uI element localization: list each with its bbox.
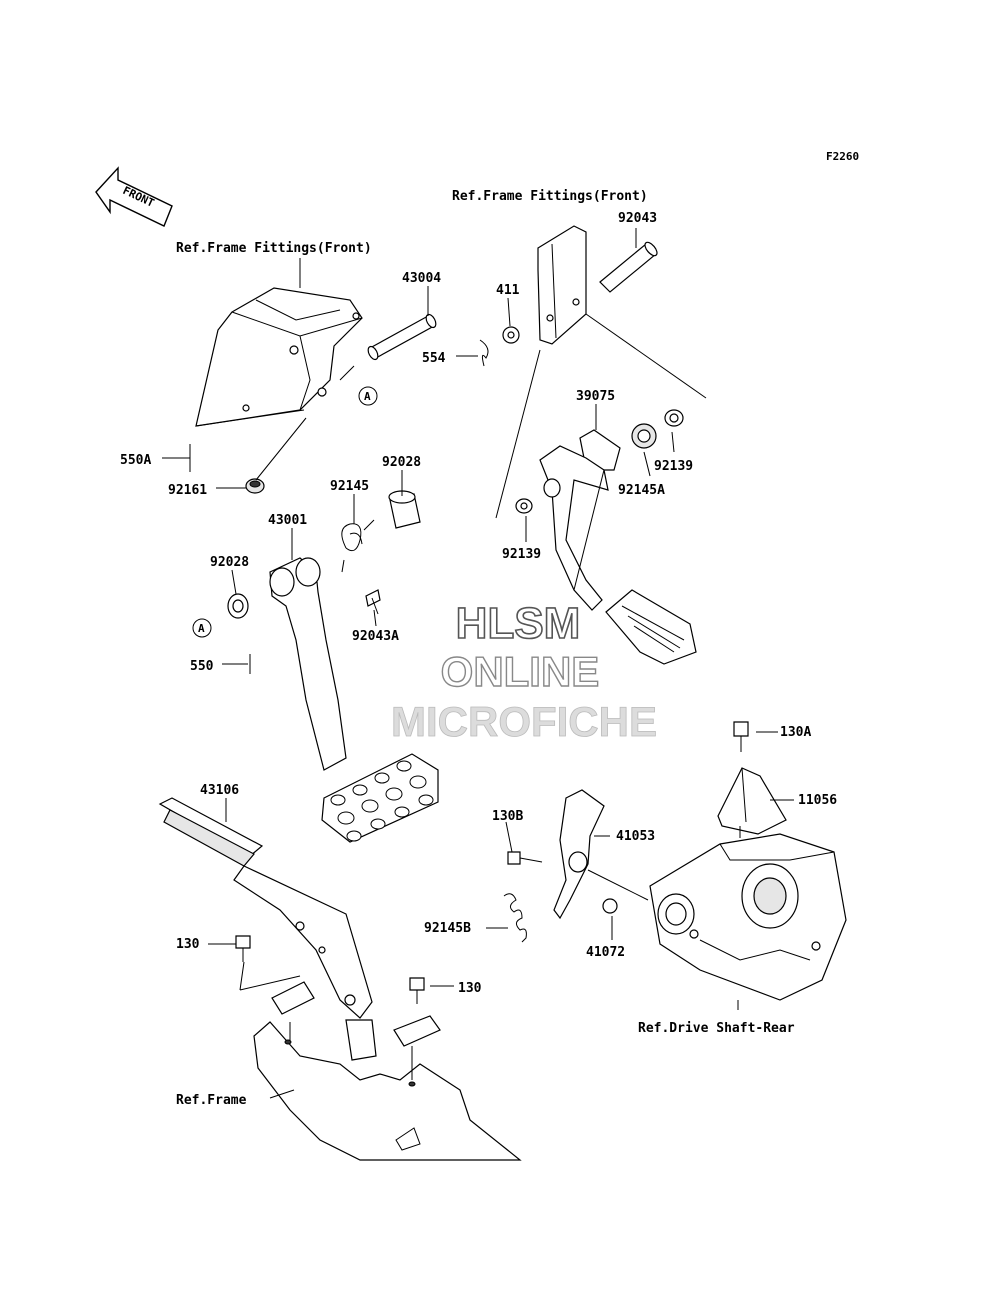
- lever-41053: [553, 789, 605, 920]
- ref-frame-fittings-right: Ref.Frame Fittings(Front): [452, 189, 648, 204]
- bolt-130A: [733, 721, 749, 752]
- part-label-41072[interactable]: 41072: [586, 945, 625, 960]
- pin-92043: [599, 241, 658, 293]
- callout-a-right: A: [358, 386, 378, 406]
- accelerator-pedal: [539, 445, 697, 665]
- front-arrow-icon: FRONT: [95, 166, 173, 227]
- spring-92145A: [631, 423, 657, 449]
- bolt-130B: [507, 851, 543, 865]
- ref-frame-fittings-left: Ref.Frame Fittings(Front): [176, 241, 372, 256]
- part-label-43001[interactable]: 43001: [268, 513, 307, 528]
- bracket-11056: [717, 767, 787, 835]
- ref-drive-shaft-rear: Ref.Drive Shaft-Rear: [638, 1021, 795, 1036]
- nut-92161: [245, 478, 265, 494]
- part-label-130B[interactable]: 130B: [492, 809, 523, 824]
- part-label-130A[interactable]: 130A: [780, 725, 811, 740]
- part-label-92139-left[interactable]: 92139: [502, 547, 541, 562]
- part-label-92028-left[interactable]: 92028: [210, 555, 249, 570]
- pin-43004: [367, 313, 437, 361]
- part-label-554[interactable]: 554: [422, 351, 446, 366]
- part-label-41053[interactable]: 41053: [616, 829, 655, 844]
- part-label-92028-top[interactable]: 92028: [382, 455, 421, 470]
- part-label-92139-right[interactable]: 92139: [654, 459, 693, 474]
- part-label-39075[interactable]: 39075: [576, 389, 615, 404]
- washer-411: [502, 326, 520, 344]
- frame-bracket-right: [537, 225, 587, 345]
- part-label-130-right[interactable]: 130: [458, 981, 482, 996]
- figure-code: F2260: [826, 150, 859, 163]
- frame-bracket-left: [195, 287, 363, 427]
- part-label-550[interactable]: 550: [190, 659, 214, 674]
- frame-section: [253, 981, 522, 1161]
- bushing-92139-left: [515, 498, 533, 514]
- spring-92145: [341, 519, 375, 573]
- part-label-92043[interactable]: 92043: [618, 211, 657, 226]
- part-label-43106[interactable]: 43106: [200, 783, 239, 798]
- leader-lines: [162, 228, 794, 1099]
- parking-lever-43106: [158, 797, 377, 1061]
- watermark-line-2: ONLINE: [441, 648, 600, 695]
- part-label-92145[interactable]: 92145: [330, 479, 369, 494]
- spring-92145B: [503, 893, 527, 943]
- pin-92043A: [365, 589, 381, 615]
- callout-a-left-letter: A: [198, 622, 205, 635]
- part-label-92161[interactable]: 92161: [168, 483, 207, 498]
- part-label-92145A[interactable]: 92145A: [618, 483, 665, 498]
- nut-41072: [602, 898, 618, 914]
- part-label-92043A[interactable]: 92043A: [352, 629, 399, 644]
- part-label-550A[interactable]: 550A: [120, 453, 151, 468]
- watermark: HLSM ONLINE MICROFICHE: [391, 598, 658, 745]
- bolt-130-left: [235, 935, 251, 962]
- watermark-line-3: MICROFICHE: [391, 698, 657, 745]
- cotter-pin-554: [479, 339, 489, 367]
- watermark-line-1: HLSM: [456, 599, 581, 648]
- bushing-92028-left: [227, 593, 249, 619]
- part-label-92145B[interactable]: 92145B: [424, 921, 471, 936]
- bolt-130-right: [409, 977, 425, 1004]
- drive-shaft-housing: [649, 833, 847, 1001]
- callout-a-right-letter: A: [364, 390, 371, 403]
- callout-a-left: A: [192, 618, 212, 638]
- part-label-43004[interactable]: 43004: [402, 271, 441, 286]
- bushing-92139-right: [664, 409, 684, 427]
- part-label-411[interactable]: 411: [496, 283, 520, 298]
- brake-pedal-43001: [269, 557, 439, 843]
- part-label-130-left[interactable]: 130: [176, 937, 200, 952]
- bushing-92028-top: [388, 490, 421, 529]
- ref-frame: Ref.Frame: [176, 1093, 247, 1108]
- part-label-11056[interactable]: 11056: [798, 793, 837, 808]
